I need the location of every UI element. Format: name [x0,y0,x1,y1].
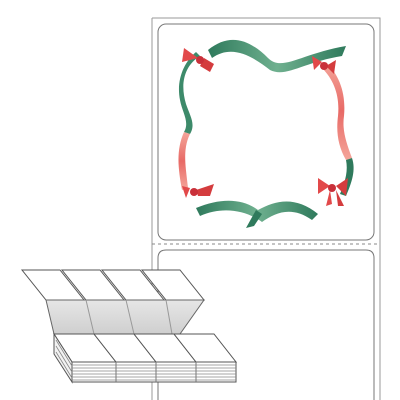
fanfold-stack-icon [20,269,238,384]
bow-icon [182,184,214,198]
ribbon-frame-icon [178,39,354,228]
fanfold-stack-base [53,332,238,384]
bow-icon [182,48,214,72]
bow-icon [318,178,348,206]
fanfold-top-sheet [20,269,206,301]
bow-icon [312,56,336,74]
fanfold-fold-panel [45,299,205,335]
